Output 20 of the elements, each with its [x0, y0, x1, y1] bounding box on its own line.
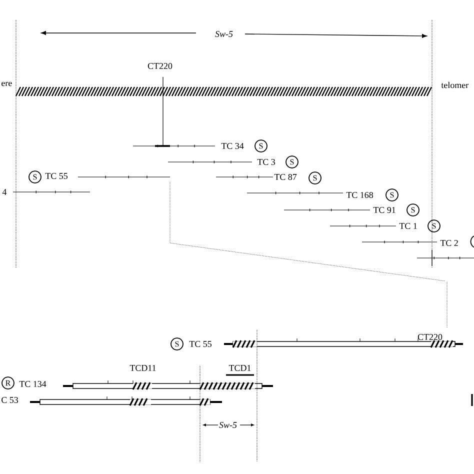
clone-label: TC 91 — [373, 206, 396, 213]
clone-label: TC 168 — [346, 192, 373, 198]
clone-label: telomer — [441, 82, 469, 88]
dimension-label: Sw-5 — [219, 422, 237, 428]
clone-label: TC 87 — [274, 174, 297, 180]
clone-label: TC 1 — [399, 222, 417, 230]
clone-label: TCD1 — [228, 364, 251, 372]
clone-label: CT220 — [418, 334, 442, 340]
clone-label: TCD11 — [130, 364, 156, 372]
clone-label: CT220 — [148, 62, 172, 70]
clone-label: TC 55 — [189, 340, 212, 348]
clone-label: TC 34 — [221, 142, 244, 149]
clone-label: TC 55 — [45, 172, 68, 179]
clone-label: C 53 — [2, 396, 18, 404]
clone-label: TC 2 — [440, 240, 458, 246]
clone-label: TC 3 — [257, 158, 276, 165]
dimension-label: Sw-5 — [215, 30, 233, 37]
clone-label: ere — [2, 82, 12, 86]
clone-label: TC 134 — [19, 380, 46, 388]
clone-label: 4 — [2, 189, 7, 195]
